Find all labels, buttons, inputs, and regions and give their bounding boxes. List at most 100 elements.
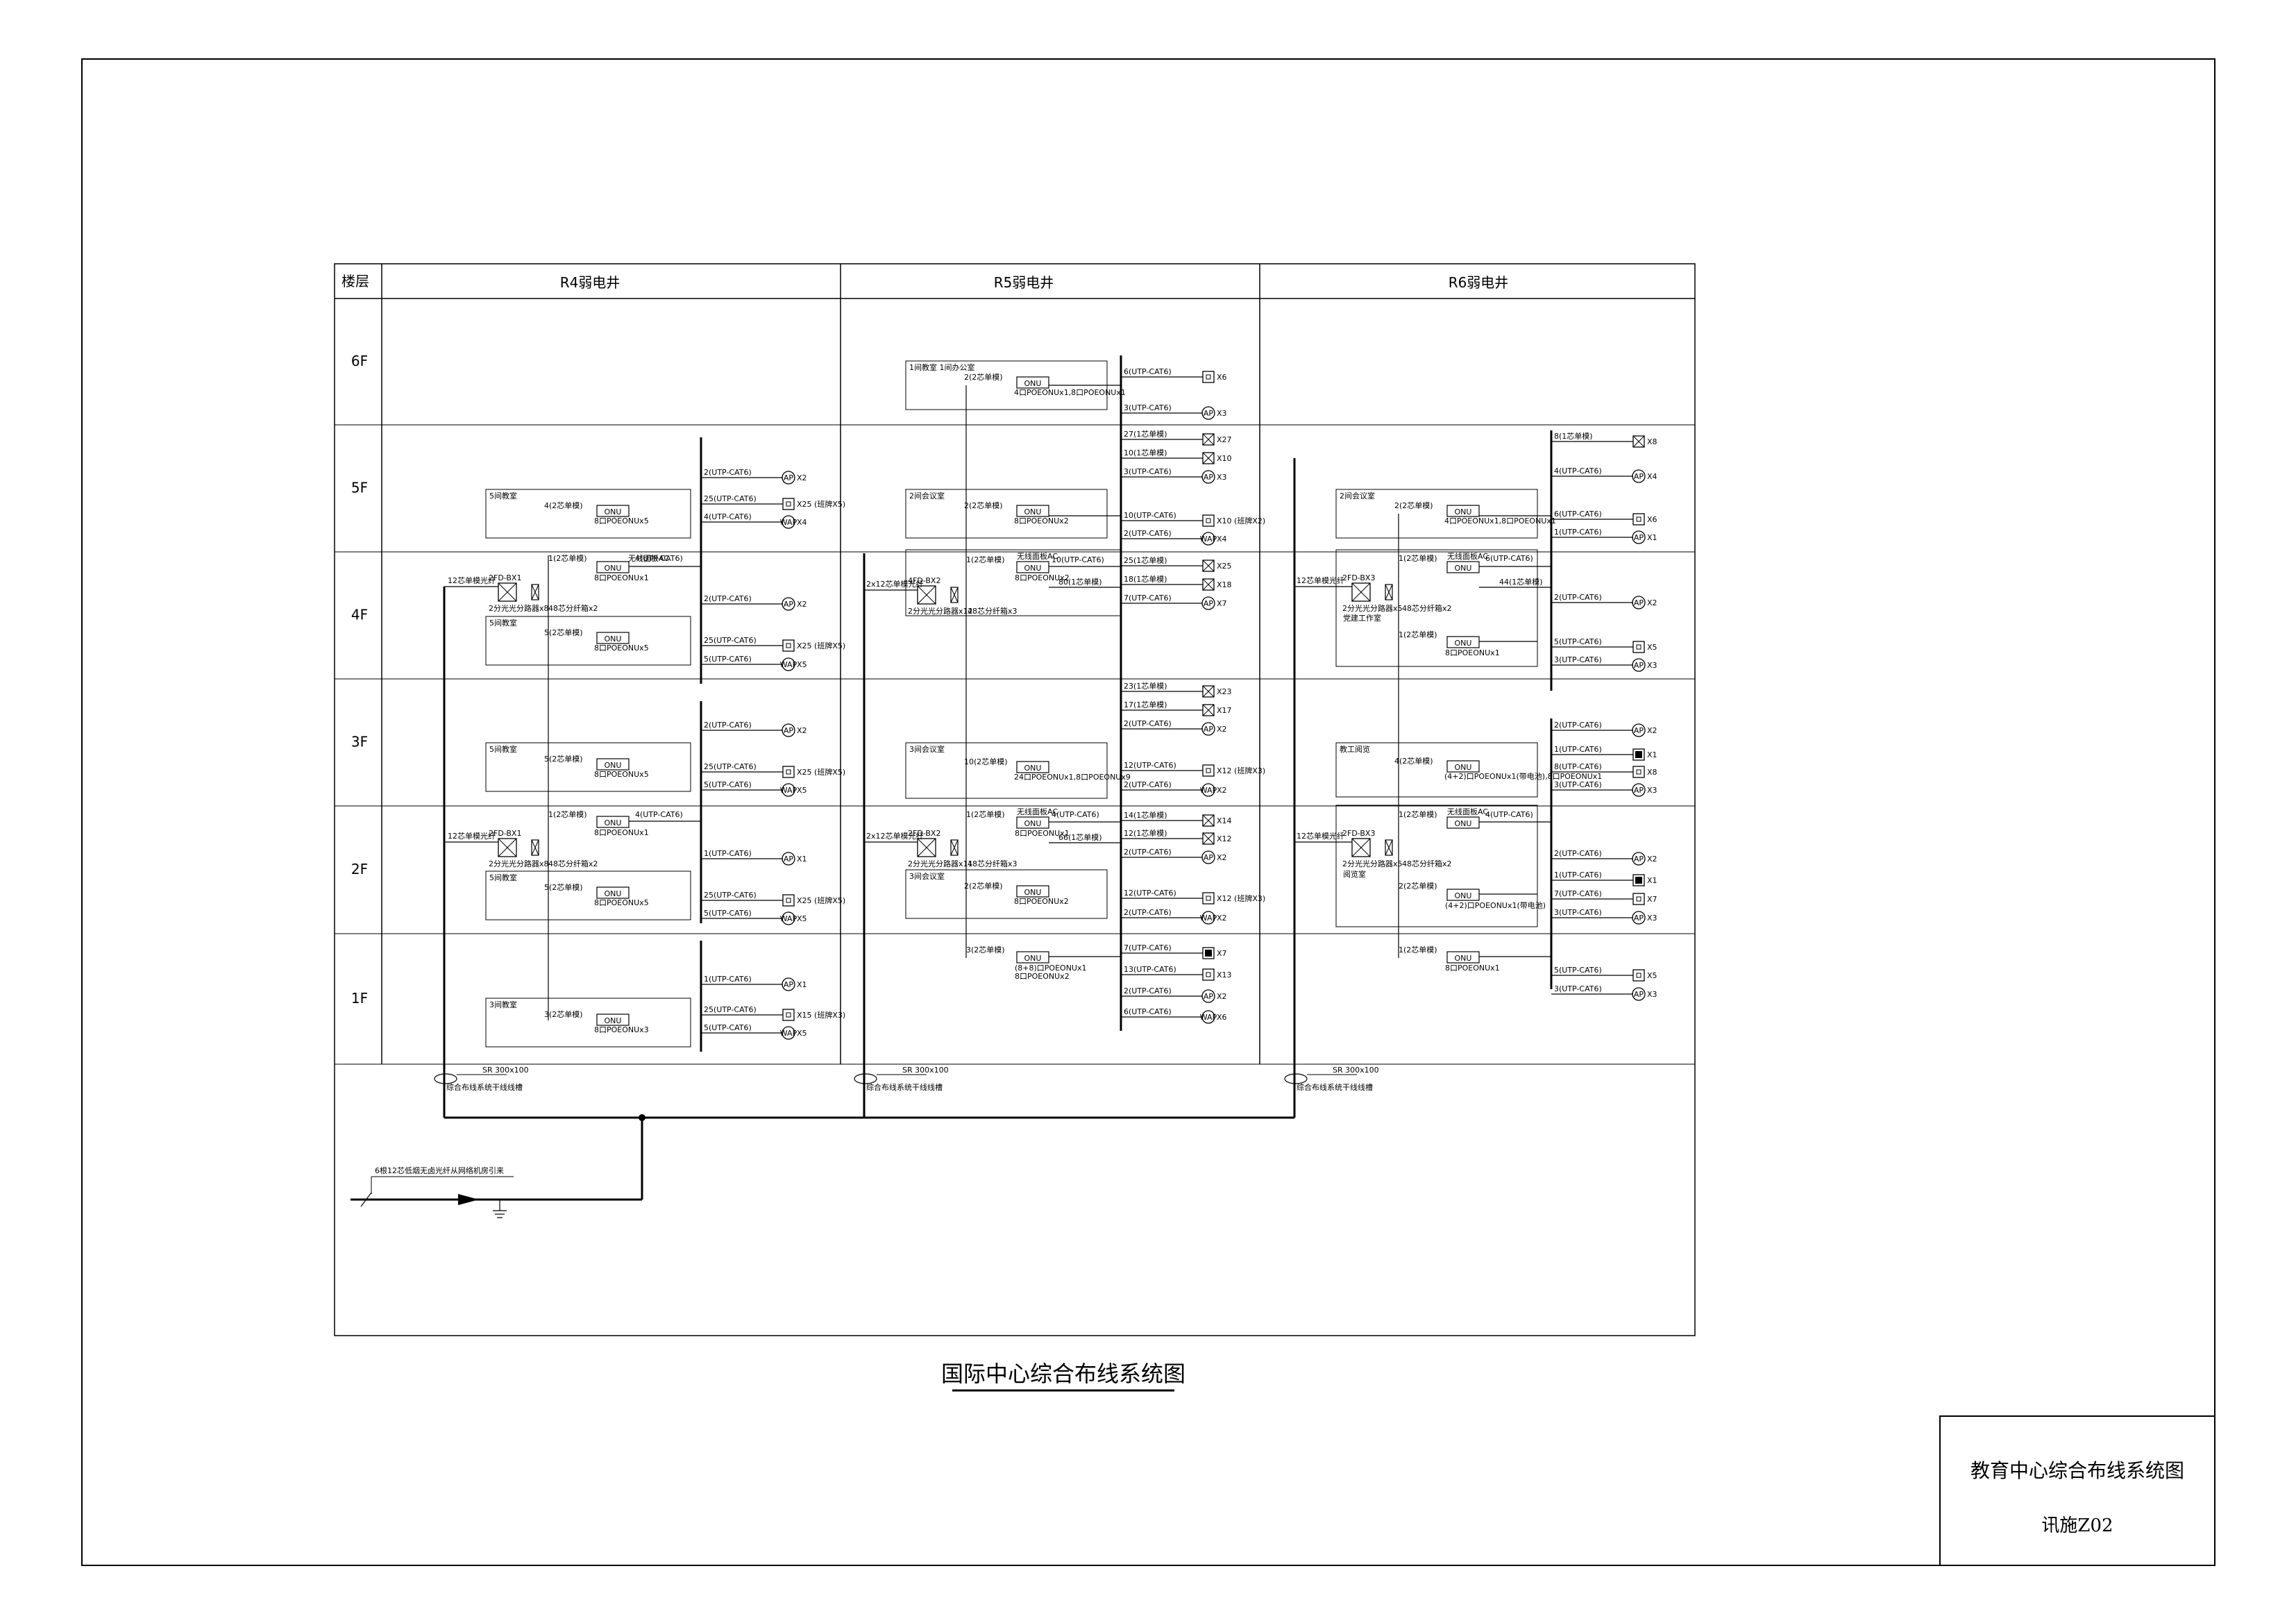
device-label: X10 [1217,454,1232,463]
fiber-label: 1(2芯单模) [966,809,1005,819]
fiber-count-label: 48芯分纤箱x3 [968,606,1018,616]
poe-label: 8口POEONUx1 [594,828,649,837]
fiber-label: 4(2芯单模) [544,501,583,510]
port-inner [1206,518,1211,523]
onu-label: ONU [1024,954,1042,963]
fiber-port-icon [1202,832,1215,845]
riser-label: 12芯单模光纤 [448,831,496,841]
onu-box [596,1014,630,1026]
splitter-icon [917,585,936,605]
wap-icon [1201,911,1215,925]
wlan-label: 无线面板AC [1017,551,1058,561]
onu-box [596,758,630,771]
drawing-title: 国际中心综合布线系统图 [941,1361,1185,1387]
port-inner [1636,973,1641,978]
device-label: X1 [1647,876,1657,885]
onu-box [1016,505,1049,517]
wap-icon [782,1026,795,1040]
device-label: X14 [1217,816,1232,825]
onu-box [1446,889,1480,901]
device-label: X13 [1217,970,1232,979]
onu-label: ONU [1455,819,1472,828]
cable-label: 12(UTP-CAT6) [1124,761,1176,770]
device-label: X2 [1217,992,1227,1001]
riser-label: 2x12芯单模光纤 [866,831,924,841]
cable-label: 1(UTP-CAT6) [704,975,752,984]
room-label: 2间会议室 [909,491,945,501]
cable-label: 4(UTP-CAT6) [704,512,752,521]
room-box [1335,742,1538,798]
room-label: 3间教室 [489,1000,517,1009]
room-box [485,489,691,539]
poe-label: 8口POEONUx5 [594,770,649,779]
ap-icon [1632,530,1646,544]
cable-label: 2(UTP-CAT6) [1124,780,1172,789]
device-label: X1 [1647,533,1657,542]
cable-label: 4(UTP-CAT6) [635,810,683,819]
floor-label-5F: 5F [351,480,368,496]
fiber-label: 80(1芯单模) [1058,577,1102,587]
room-label: 教工阅览 [1340,744,1370,754]
ap-symbol-text: AP [1204,853,1214,862]
cable-label: 3(UTP-CAT6) [1554,655,1602,664]
cable-label: 5(UTP-CAT6) [704,655,752,664]
data-port-icon [1202,764,1215,777]
feed-arrow-icon [458,1194,479,1205]
splitter-label: 2分光光分路器x12 [908,606,973,616]
ap-symbol-text: WAP [780,1029,797,1038]
ap-icon [782,852,795,866]
poe-label: 8口POEONUx1 [1015,829,1070,838]
onu-label: ONU [605,564,622,573]
device-label: X2 [1647,726,1657,735]
ap-icon [1201,470,1215,484]
device-label: X5 [797,786,807,795]
cable-label: 1(UTP-CAT6) [1554,871,1602,880]
device-label: X5 [797,1029,807,1038]
fiber-box-x [1385,584,1393,600]
data-port-icon [1632,969,1645,982]
ap-icon [782,977,795,991]
poe-label: 4口POEONUx1,8口POEONUx1 [1444,516,1556,525]
fiber-label: 66(1芯单模) [1058,832,1102,842]
cable-label: 7(UTP-CAT6) [1124,594,1172,603]
floor-label-2F: 2F [351,861,368,877]
ap-symbol-text: AP [1634,786,1644,795]
ap-icon [1632,783,1646,797]
cable-tray-icon [434,1073,457,1084]
cable-label: 3(UTP-CAT6) [1554,984,1602,993]
cable-label: 2(UTP-CAT6) [1554,721,1602,730]
fiber-label: 2(2芯单模) [1399,881,1437,891]
fiber-port-icon [1202,578,1215,591]
fiber-label: 1(2芯单模) [966,555,1005,564]
room-label: 3间会议室 [909,744,945,754]
device-label: X6 [1217,373,1227,382]
fiber-box-x [950,839,959,856]
fiber-count-label: 48芯分纤箱x2 [1402,859,1452,868]
wap-icon [1201,1010,1215,1024]
ap-icon [1201,722,1215,736]
cable-label: 2(UTP-CAT6) [704,721,752,730]
splitter-label: 2分光光分路器x8 [489,603,549,613]
device-label: X2 [797,726,807,735]
cable-label: 2(UTP-CAT6) [704,594,752,603]
tray-label: SR 300x100 [482,1066,529,1075]
fiber-box-x [531,584,539,600]
distribution-box-label: 2FD-BX1 [489,829,521,838]
room-label: 2间会议室 [1340,491,1375,501]
riser-label: 2x12芯单模光纤 [866,579,924,589]
wap-icon [782,657,795,671]
tray-label: SR 300x100 [1333,1066,1379,1075]
device-label: X3 [1217,409,1227,418]
poe-label: 8口POEONUx1 [1445,648,1500,657]
device-label: X2 [797,473,807,482]
poe-label: 8口POEONUx3 [594,1025,649,1034]
cable-label: 13(UTP-CAT6) [1124,965,1176,974]
onu-label: ONU [605,634,622,644]
device-label: X5 [797,660,807,669]
splitter-label: 2分光光分路器x11 [908,859,973,868]
device-label: X2 [1217,853,1227,862]
poe-label: 8口POEONUx5 [594,644,649,653]
fiber-port-slash [1202,704,1215,716]
fiber-label: 2(2芯单模) [964,881,1003,891]
device-label: X17 [1217,706,1232,715]
